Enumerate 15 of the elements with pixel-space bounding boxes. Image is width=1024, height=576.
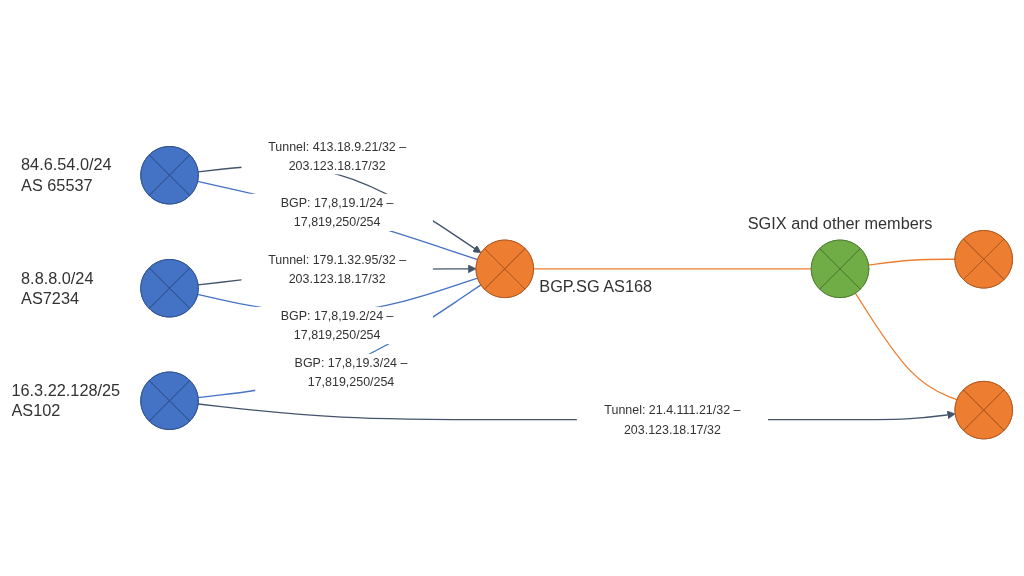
edge-label: Tunnel: 413.18.9.21/32 –203.123.18.17/32 xyxy=(268,139,407,173)
node-caption: BGP.SG AS168 xyxy=(539,276,653,297)
node-caption: 16.3.22.128/25 AS102 xyxy=(11,380,122,422)
node-caption: 8.8.8.0/24 AS7234 xyxy=(21,267,95,309)
connector xyxy=(196,180,479,261)
node-caption: SGIX and other members xyxy=(747,214,933,235)
connector xyxy=(867,258,956,266)
edge-label: BGP: 17,8,19.1/24 –17,819,250/254 xyxy=(280,195,394,229)
edge-label: BGP: 17,8,19.3/24 –17,819,250/254 xyxy=(294,355,408,389)
edge-label: BGP: 17,8,19.2/24 –17,819,250/254 xyxy=(280,308,394,342)
edge-label: Tunnel: 21.4.111.21/32 –203.123.18.17/32 xyxy=(604,402,741,436)
connector xyxy=(532,268,812,270)
connector xyxy=(854,292,958,401)
node-caption: 84.6.54.0/24 AS 65537 xyxy=(21,154,113,196)
edge-label: Tunnel: 179.1.32.95/32 –203.123.18.17/32 xyxy=(268,252,407,286)
